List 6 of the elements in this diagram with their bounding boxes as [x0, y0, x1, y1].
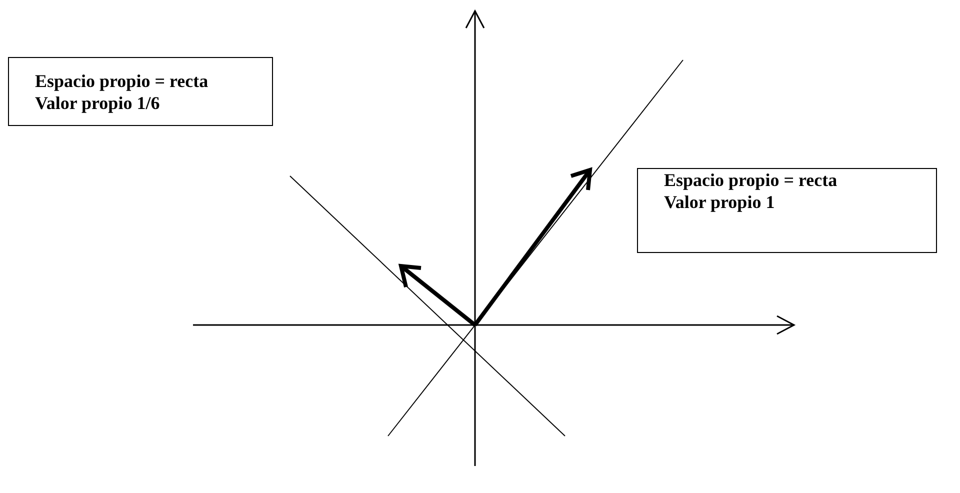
- box-text: Espacio propio = recta: [35, 70, 208, 92]
- text-box: [8, 57, 273, 126]
- text-box: [637, 168, 937, 253]
- box-text: Valor propio 1: [664, 191, 775, 213]
- box-text: Valor propio 1/6: [35, 92, 160, 114]
- box-text: Espacio propio = recta: [664, 169, 838, 191]
